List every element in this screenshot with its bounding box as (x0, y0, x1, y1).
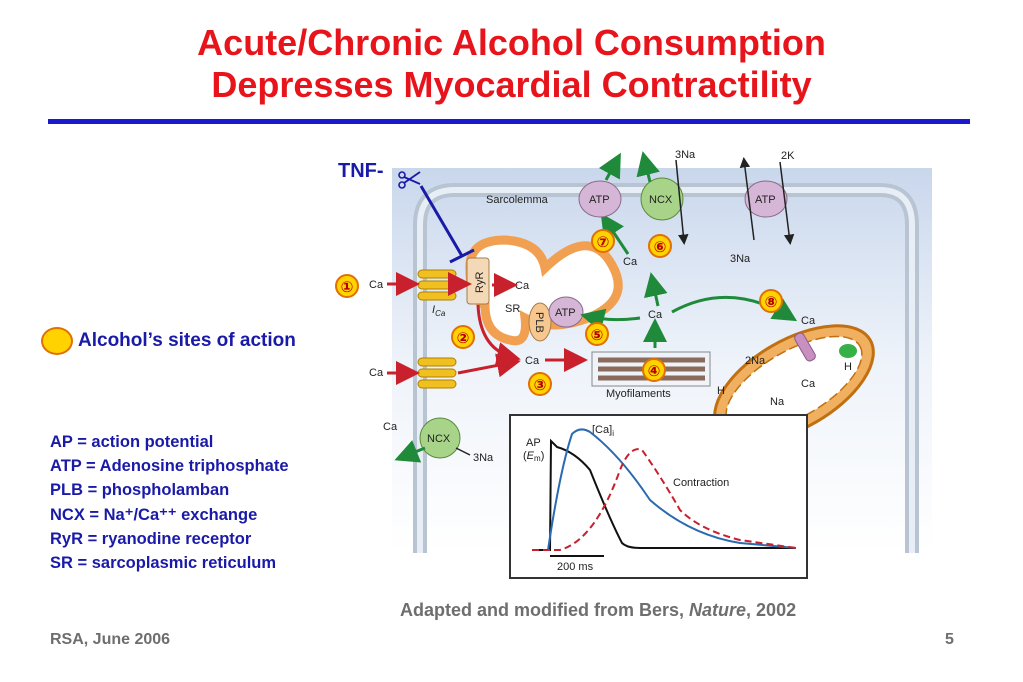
sr-ca-label: Ca (515, 280, 530, 292)
svg-text:⑦: ⑦ (597, 233, 610, 251)
credit-suffix: , 2002 (746, 600, 797, 620)
ryr-label: RyR (474, 272, 486, 293)
site-marker-4: ④ (642, 358, 666, 382)
mito-h-out-label: H (717, 385, 725, 397)
ncx-bottom-3na-label: 3Na (473, 452, 494, 464)
sr-uptake-arrow (580, 308, 641, 333)
ncx-na-in-arrow (675, 159, 689, 245)
ncx-efflux-arrow (644, 272, 668, 307)
slide-number: 5 (945, 631, 954, 648)
credit-prefix: Adapted and modified from Bers, (400, 600, 690, 620)
ica-label: ICa (432, 304, 446, 318)
time-scale-label: 200 ms (557, 561, 594, 573)
svg-text:④: ④ (648, 362, 661, 380)
ca-entry-label-2: Ca (369, 367, 384, 379)
graph-em-label: (Em) (523, 450, 544, 463)
central-ca-label: Ca (648, 309, 663, 321)
na-k-atpase (744, 180, 788, 218)
ncx-top-label: NCX (649, 194, 673, 206)
na-k-atp-label: ATP (755, 194, 776, 206)
ncx-bottom-label: NCX (427, 433, 451, 445)
abbreviation-atp: ATP = Adenosine triphosphate (50, 457, 289, 476)
tnf-label: TNF- (338, 160, 384, 182)
graph-ap-label: AP (526, 437, 541, 449)
cytosol-ca-label: Ca (525, 355, 540, 367)
slide-title: Acute/Chronic Alcohol Consumption Depres… (0, 22, 1023, 106)
na-out-arrow (739, 157, 755, 241)
sr-atp-label: ATP (555, 307, 576, 319)
pmca-efflux-arrow (600, 213, 630, 255)
abbreviation-ryr: RyR = ryanodine receptor (50, 529, 252, 548)
title-divider (48, 119, 970, 124)
plb-protein (528, 302, 552, 342)
abbreviation-list: AP = action potential ATP = Adenosine tr… (50, 430, 289, 575)
site-marker-6: ⑥ (648, 234, 672, 258)
title-line-2: Depresses Myocardial Contractility (211, 64, 812, 105)
na3-inside-label: 3Na (730, 253, 751, 265)
site-marker-8: ⑧ (759, 289, 783, 313)
mito-inner-ca-label: Ca (801, 378, 816, 390)
credit-journal: Nature (689, 600, 747, 620)
mito-ca-label: Ca (801, 315, 816, 327)
abbreviation-ncx: NCX = Na⁺/Ca⁺⁺ exchange (50, 505, 258, 524)
ncx-bottom-ca-label: Ca (383, 421, 398, 433)
mito-na-label: Na (770, 396, 785, 408)
scissors-icon (398, 171, 421, 189)
site-marker-5: ⑤ (585, 322, 609, 346)
pmca-atp-pump (578, 180, 622, 218)
graph-ca-label: [Ca]i (592, 424, 614, 438)
ncx-ca-out-arrow (636, 151, 660, 183)
l-type-ca-channel-2 (417, 357, 457, 389)
l-type-ca-channel-1 (417, 269, 457, 301)
abbreviation-ap: AP = action potential (50, 433, 214, 451)
mito-2na-label: 2Na (745, 355, 766, 367)
site-marker-3: ③ (528, 372, 552, 396)
svg-text:⑧: ⑧ (765, 293, 778, 311)
site-marker-7: ⑦ (591, 229, 615, 253)
alcohol-site-legend-text: Alcohol’s sites of action (78, 330, 296, 351)
ncx-top (640, 177, 684, 221)
svg-text:③: ③ (534, 376, 547, 394)
pmca-atp-label: ATP (589, 194, 610, 206)
contraction-trace (532, 448, 797, 551)
pmca-out-arrow (598, 152, 621, 181)
alcohol-site-legend-marker (41, 327, 73, 355)
svg-text:②: ② (457, 329, 470, 347)
svg-text:①: ① (341, 278, 354, 296)
tnf-inhibition-line (419, 185, 464, 257)
abbreviation-plb: PLB = phospholamban (50, 481, 230, 500)
k-in-arrow (779, 161, 795, 245)
cytosol-ca-arrow (457, 353, 521, 378)
sarcolemma-label: Sarcolemma (486, 194, 549, 206)
time-course-graph (509, 414, 808, 579)
ncx-bottom-ca-arrow (394, 440, 426, 463)
myofilaments-label: Myofilaments (606, 388, 671, 400)
ncx-3na-label: 3Na (675, 149, 696, 161)
ncx-bottom (419, 417, 461, 459)
abbreviation-sr: SR = sarcoplasmic reticulum (50, 554, 277, 573)
ca-entry-label-1: Ca (369, 279, 384, 291)
source-credit: Adapted and modified from Bers, Nature, … (400, 600, 796, 621)
site-marker-1: ① (335, 274, 359, 298)
pmca-ca-label: Ca (623, 256, 638, 268)
plb-label: PLB (533, 312, 545, 333)
tnf-inhibition-bar (449, 248, 475, 264)
site-marker-2: ② (451, 325, 475, 349)
svg-text:⑤: ⑤ (591, 326, 604, 344)
calcium-transient-trace (547, 428, 797, 551)
footer-date: RSA, June 2006 (50, 631, 171, 648)
svg-text:⑥: ⑥ (654, 238, 667, 256)
mito-h-in-label: H (844, 361, 852, 373)
k2-label: 2K (781, 150, 795, 162)
title-line-1: Acute/Chronic Alcohol Consumption (197, 22, 826, 63)
sr-label: SR (505, 303, 520, 315)
ncx-bottom-na-line (455, 447, 471, 456)
graph-contraction-label: Contraction (673, 477, 729, 489)
